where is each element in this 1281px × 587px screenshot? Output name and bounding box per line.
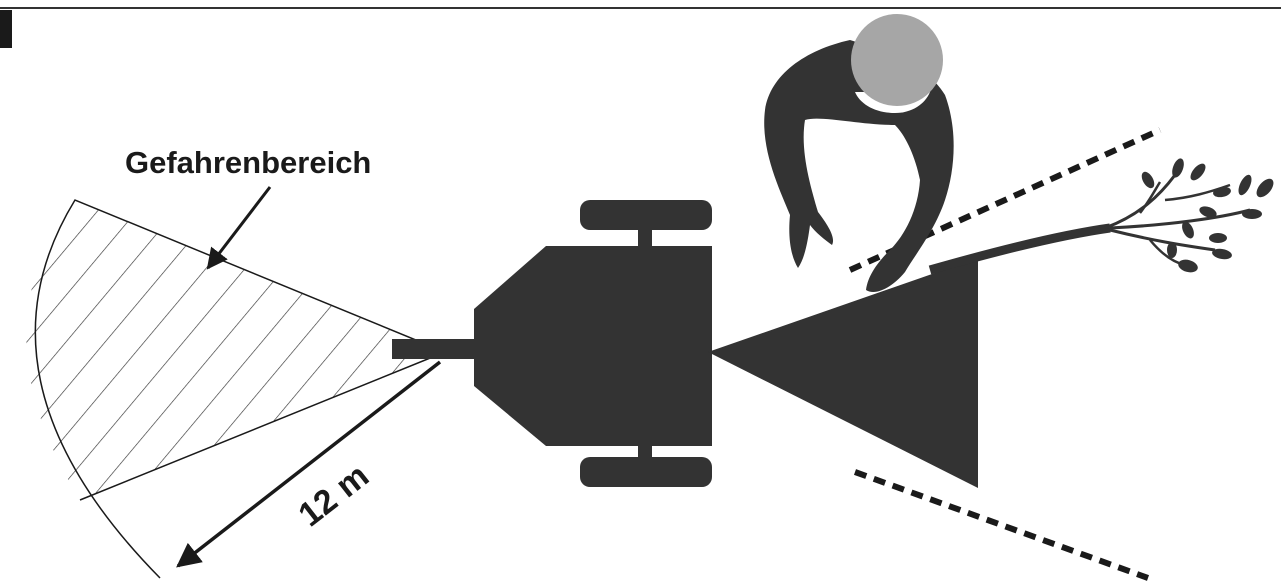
chipper-housing: [474, 246, 712, 446]
leaf: [1141, 171, 1155, 189]
corner-marker: [0, 10, 12, 48]
leaf: [1167, 242, 1177, 258]
leaf: [1212, 248, 1232, 260]
danger-zone-hatched-area: [26, 200, 445, 500]
leaf: [1209, 233, 1227, 243]
safety-line-upper: [848, 127, 1162, 273]
leaf: [1182, 221, 1194, 239]
leaf: [1213, 186, 1231, 198]
leaf: [1199, 206, 1217, 218]
leaf: [1172, 158, 1184, 178]
leaf: [1256, 178, 1274, 198]
branch: [928, 158, 1274, 275]
feed-hopper: [708, 258, 978, 488]
tractor-wheel-top: [580, 200, 712, 230]
danger-zone-inner-edge: [79, 351, 446, 501]
leaf: [1190, 163, 1206, 181]
danger-zone-label: Gefahrenbereich: [125, 145, 371, 180]
leaf: [1178, 259, 1198, 273]
operator-head: [851, 14, 943, 106]
wood-chipper-machine: [392, 200, 978, 488]
tractor-wheel-bottom: [580, 457, 712, 487]
wheel-axle-top: [638, 228, 652, 248]
safety-line-lower: [853, 469, 1150, 581]
distance-arrow: [176, 360, 442, 568]
leaf: [1238, 174, 1252, 196]
danger-zone-outline: [34, 199, 446, 579]
pto-shaft: [392, 339, 478, 359]
leaf: [1242, 209, 1262, 219]
danger-zone-pointer-arrow: [206, 186, 272, 270]
operator: [764, 14, 954, 292]
danger-zone: [26, 199, 446, 579]
